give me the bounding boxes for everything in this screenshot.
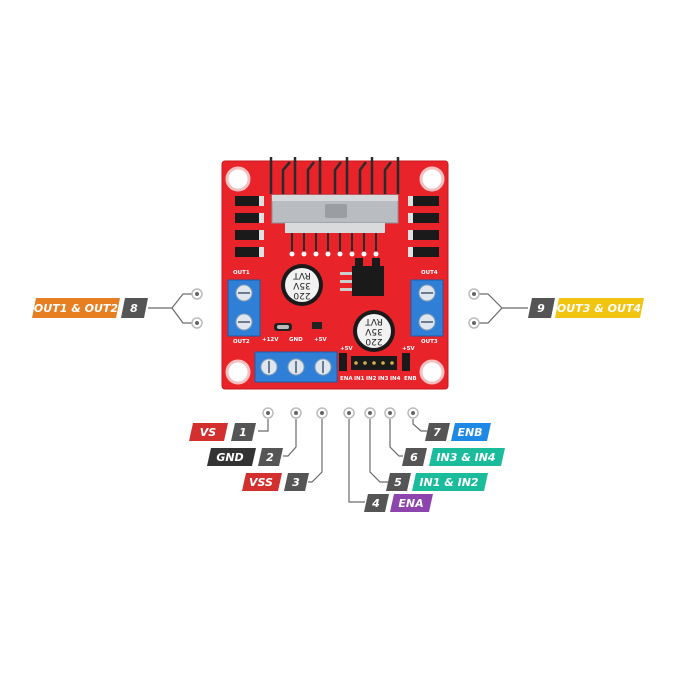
capacitor-1: 220 35V RVT	[281, 264, 323, 306]
in3-silk: IN3	[378, 376, 389, 382]
pin-1-number-tag	[231, 423, 256, 441]
voltage-regulator	[340, 258, 384, 296]
terminal-out1-out2	[227, 279, 261, 337]
l298n-board: OUT1 OUT4 OUT2 OUT3 220 35V RVT	[221, 157, 449, 390]
cap2-value: 220	[365, 336, 382, 346]
pin-9-number: 9	[537, 302, 545, 315]
cap2-brand: RVT	[365, 316, 383, 326]
cap2-voltage: 35V	[364, 326, 382, 336]
pin-3-label-tag	[242, 473, 282, 491]
mounting-hole	[225, 359, 251, 385]
pin-6-callout: 6 IN3 & IN4	[402, 448, 505, 466]
pin-3-number-tag	[284, 473, 309, 491]
pin-9-label: OUT3 & OUT4	[557, 302, 641, 315]
mounting-hole	[419, 166, 445, 192]
l298n-heatsink	[271, 194, 399, 233]
out4-silk: OUT4	[421, 270, 438, 276]
v5-right-silk: +5V	[402, 346, 415, 352]
pin-8-label: OUT1 & OUT2	[34, 302, 118, 315]
mounting-hole	[419, 359, 445, 385]
pin-1-label: VS	[200, 426, 217, 439]
pin-4-number: 4	[371, 497, 380, 510]
pin-3-number: 3	[292, 476, 300, 489]
pin-2-label: GND	[216, 451, 243, 464]
in1-silk: IN1	[354, 376, 365, 382]
cap1-brand: RVT	[293, 270, 311, 280]
pin-1-number: 1	[239, 426, 247, 439]
mounting-hole	[225, 166, 251, 192]
control-header	[339, 353, 410, 371]
pin-5-callout: 5 IN1 & IN2	[386, 473, 488, 491]
pin-8-callout: OUT1 & OUT2 8	[32, 298, 148, 318]
cap1-voltage: 35V	[292, 280, 310, 290]
pin-4-label: ENA	[398, 497, 423, 510]
pin-8-number: 8	[130, 302, 138, 315]
diodes-right	[408, 196, 439, 257]
v12-silk: +12V	[262, 337, 279, 343]
v5-left-silk: +5V	[340, 346, 353, 352]
callout-lines	[148, 293, 528, 503]
pin-6-label-tag	[429, 448, 505, 466]
pin-4-callout: 4 ENA	[364, 494, 433, 512]
ic-pin-pads	[289, 251, 379, 257]
pin-2-number: 2	[266, 451, 274, 464]
pin-5-label: IN1 & IN2	[419, 476, 479, 489]
enb-silk: ENB	[404, 376, 417, 382]
ena-silk: ENA	[340, 376, 353, 382]
pin-6-label: IN3 & IN4	[436, 451, 495, 464]
pin-2-number-tag	[258, 448, 283, 466]
pin-3-label: VSS	[249, 476, 273, 489]
pin-5-number-tag	[386, 473, 411, 491]
pin-9-label-tag	[555, 298, 644, 318]
ic-bottom-pins	[291, 233, 377, 252]
pin-7-label: ENB	[457, 426, 482, 439]
pin-3-callout: VSS 3	[242, 473, 309, 491]
in2-silk: IN2	[366, 376, 377, 382]
pin-7-number: 7	[433, 426, 441, 439]
out3-silk: OUT3	[421, 339, 438, 345]
pin-1-label-tag	[189, 423, 228, 441]
in4-silk: IN4	[390, 376, 401, 382]
five-volt-jumper	[274, 322, 322, 331]
pin-9-number-tag	[528, 298, 555, 318]
pin-6-number-tag	[402, 448, 427, 466]
pin-5-label-tag	[412, 473, 488, 491]
pin-2-label-tag	[207, 448, 256, 466]
v5-silk: +5V	[314, 337, 327, 343]
gnd-silk: GND	[289, 337, 303, 343]
pin-8-number-tag	[121, 298, 148, 318]
ic-legs	[269, 157, 400, 194]
diodes-left	[235, 196, 264, 257]
pin-4-label-tag	[390, 494, 433, 512]
pin-5-number: 5	[394, 476, 402, 489]
pin-9-callout: 9 OUT3 & OUT4	[528, 298, 644, 318]
pin-7-number-tag	[425, 423, 450, 441]
pin-4-number-tag	[364, 494, 389, 512]
out2-silk: OUT2	[233, 339, 250, 345]
out1-silk: OUT1	[233, 270, 250, 276]
power-terminal	[254, 351, 338, 383]
pin-1-callout: VS 1	[189, 423, 256, 441]
pin-dots	[191, 288, 480, 419]
terminal-out3-out4	[410, 279, 444, 337]
pin-8-label-tag	[32, 298, 120, 318]
pin-7-callout: 7 ENB	[425, 423, 491, 441]
capacitor-2: 220 35V RVT	[353, 310, 395, 352]
pin-6-number: 6	[410, 451, 418, 464]
pin-2-callout: GND 2	[207, 448, 283, 466]
pin-7-label-tag	[451, 423, 491, 441]
cap1-value: 220	[293, 290, 310, 300]
